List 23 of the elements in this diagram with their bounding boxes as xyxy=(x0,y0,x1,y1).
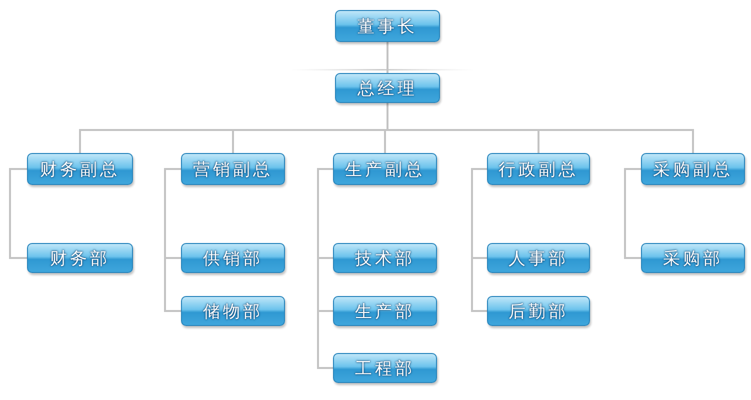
position-box: 后勤部 xyxy=(487,296,590,326)
connector-line xyxy=(164,168,181,312)
connector-line xyxy=(471,168,487,312)
connector-line xyxy=(386,42,388,73)
position-box: 采购副总 xyxy=(641,153,745,185)
position-box: 财务部 xyxy=(27,243,133,273)
position-box: 采购部 xyxy=(641,243,745,273)
position-box: 供销部 xyxy=(181,243,285,273)
position-box: 生产部 xyxy=(333,296,437,326)
position-box: 总经理 xyxy=(335,73,440,103)
connector-line xyxy=(386,103,694,153)
position-box: 行政副总 xyxy=(487,153,590,185)
position-box: 生产副总 xyxy=(333,153,437,185)
position-box: 财务副总 xyxy=(27,153,133,185)
position-box: 人事部 xyxy=(487,243,590,273)
position-box: 工程部 xyxy=(333,353,437,383)
position-box: 储物部 xyxy=(181,296,285,326)
connector-line xyxy=(9,168,27,259)
position-box: 营销副总 xyxy=(181,153,285,185)
position-box: 技术部 xyxy=(333,243,437,273)
connector-line xyxy=(317,168,333,369)
position-box: 董事长 xyxy=(335,10,440,42)
connector-line xyxy=(624,168,641,259)
